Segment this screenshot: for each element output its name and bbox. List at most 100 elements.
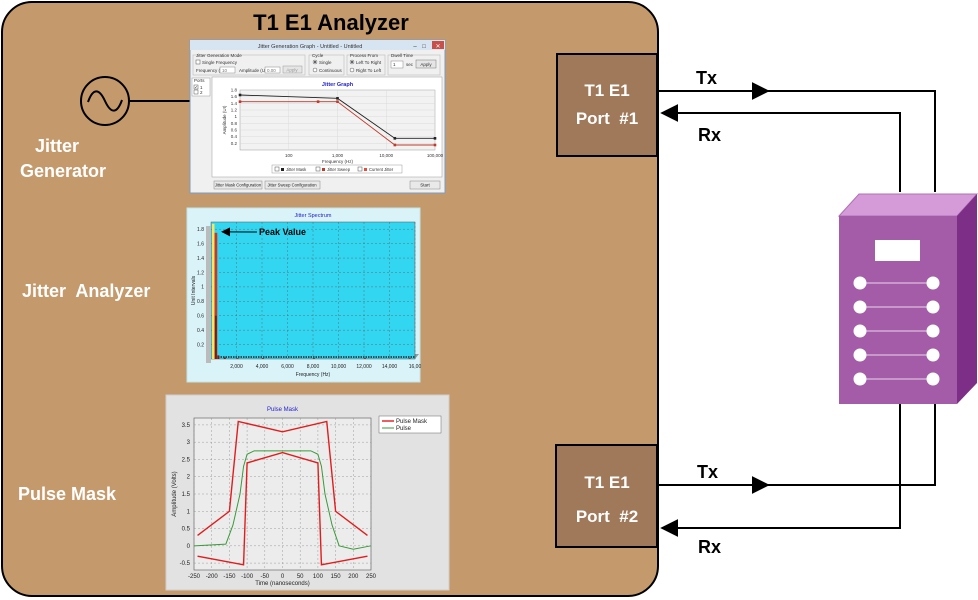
peak-value-annotation: Peak Value: [259, 227, 306, 237]
pulse-x-tick: 250: [366, 574, 377, 580]
port1-tx-return: [768, 90, 936, 192]
pulse-xlabel: Time (nanoseconds): [255, 581, 309, 587]
cycle-single-label: Single: [319, 60, 332, 65]
jitter-series-point: [433, 137, 437, 140]
window-close-button[interactable]: [432, 41, 444, 49]
jitter-graph-legend: Jitter Mask Jitter Sweep Current Jitter: [271, 164, 403, 174]
single-frequency-checkbox[interactable]: [195, 59, 201, 65]
jitter-series-point: [238, 100, 242, 103]
pulse-legend-mask: Pulse Mask: [396, 419, 428, 425]
jitter-ylabel: Amplitude (UI): [222, 105, 227, 134]
spectrum-bar: [364, 358, 366, 359]
process-right-label: Right To Left: [356, 68, 382, 73]
pulse-y-tick: 2: [187, 475, 191, 481]
pulse-ylabel: Amplitude (Volts): [172, 471, 178, 516]
radio-dot: [351, 61, 353, 63]
pulse-series-line: [197, 420, 368, 537]
device-top: [837, 193, 978, 217]
spectrum-y-tick: 0.8: [197, 299, 204, 305]
port2-tx-label: Tx: [697, 462, 718, 482]
dwell-apply-label: Apply: [420, 62, 432, 67]
start-button[interactable]: [409, 180, 441, 190]
frequency-value: 10: [222, 68, 228, 73]
spectrum-title: Jitter Spectrum: [295, 213, 332, 219]
spectrum-bar: [212, 232, 218, 359]
jitter-graph-title: Jitter Graph: [322, 82, 354, 88]
port-2-checkbox[interactable]: [193, 89, 199, 95]
spectrum-x-tick: 10,000: [331, 364, 347, 370]
jitter-y-tick: 1.8: [231, 88, 238, 93]
spectrum-xlabel: Frequency (Hz): [296, 372, 331, 378]
spectrum-left-wall: [206, 226, 211, 363]
legend-current-jitter-swatch: [364, 168, 367, 171]
spectrum-bar: [313, 358, 315, 359]
port-2-box: T1 E1 Port #2: [555, 444, 658, 548]
spectrum-y-tick: 1: [201, 285, 204, 291]
pulse-y-tick: 0.5: [182, 527, 191, 533]
jitter-window-title: Jitter Generation Graph - Untitled - Unt…: [258, 44, 363, 50]
port-2-line1: T1 E1: [584, 473, 629, 492]
spectrum-y-tick: 1.4: [197, 256, 204, 262]
legend-current-jitter: Current Jitter: [369, 167, 394, 172]
jitter-x-tick: 1,000: [332, 153, 344, 158]
spectrum-bar: [262, 358, 264, 359]
spectrum-bar: [214, 315, 217, 359]
port1-rx-wire: [660, 104, 901, 192]
spectrum-bar: [236, 358, 239, 359]
legend-jitter-sweep-checkbox[interactable]: [315, 166, 321, 172]
group-cycle-label: Cycle: [312, 53, 324, 58]
sine-generator-icon: [80, 76, 190, 126]
analyzer-title: T1 E1 Analyzer: [253, 10, 409, 35]
jitter-mask-config-button[interactable]: [213, 180, 263, 190]
amplitude-label: Amplitude (UI): [239, 68, 268, 73]
pulse-x-tick: 50: [297, 574, 304, 580]
legend-current-jitter-checkbox[interactable]: [357, 166, 363, 172]
frequency-input[interactable]: [219, 66, 236, 74]
minimize-icon[interactable]: –: [413, 44, 417, 50]
port-1-checkbox[interactable]: [193, 84, 199, 90]
jitter-y-tick: 1.2: [231, 108, 238, 113]
spectrum-y-tick: 0.2: [197, 342, 204, 348]
pulse-x-tick: -100: [241, 574, 254, 580]
mode-apply-button[interactable]: [282, 65, 303, 74]
group-jitter-mode: [192, 54, 306, 76]
spectrum-x-tick: 16,00: [409, 364, 422, 370]
cycle-continuous-radio[interactable]: [312, 67, 318, 73]
spectrum-x-tick: 12,000: [356, 364, 372, 370]
jitter-xlabel: Frequency (Hz): [322, 159, 354, 164]
dwell-input[interactable]: [390, 60, 404, 69]
port1-tx-label: Tx: [696, 68, 717, 88]
spectrum-x-tick: 8,000: [307, 364, 320, 370]
jitter-generator-label-1: Jitter: [35, 136, 79, 156]
pulse-legend-box: [378, 415, 442, 434]
dwell-apply-button[interactable]: [415, 59, 437, 69]
spectrum-peak-marker: [212, 223, 215, 359]
pulse-x-tick: -50: [260, 574, 269, 580]
close-icon: ✕: [435, 44, 440, 50]
jitter-mask-config-label: Jitter Mask Configuration: [215, 183, 262, 188]
jitter-y-tick: 0.2: [231, 141, 238, 146]
maximize-icon[interactable]: □: [422, 44, 426, 50]
port-1-label: 1: [200, 85, 203, 90]
pulse-y-tick: -0.5: [180, 561, 191, 567]
process-right-radio[interactable]: [349, 67, 355, 73]
legend-jitter-mask-checkbox[interactable]: [274, 166, 280, 172]
jitter-series-point: [336, 97, 339, 100]
check-icon: ✓: [195, 85, 198, 90]
pulse-x-tick: 200: [348, 574, 359, 580]
jitter-x-tick: 100: [285, 153, 293, 158]
device-display: [875, 240, 920, 261]
jitter-sweep-config-button[interactable]: [264, 180, 321, 190]
pulse-x-tick: 150: [331, 574, 342, 580]
spectrum-x-tick: 4,000: [256, 364, 269, 370]
legend-jitter-mask-swatch: [281, 168, 284, 171]
amplitude-input[interactable]: [264, 66, 281, 74]
radio-dot: [314, 61, 316, 63]
jitter-y-tick: 1: [234, 114, 237, 119]
pulse-x-tick: 0: [281, 574, 285, 580]
spectrum-y-tick: 0.4: [197, 328, 204, 334]
pulse-y-tick: 2.5: [182, 457, 191, 463]
jitter-y-tick: 0.4: [231, 134, 238, 139]
